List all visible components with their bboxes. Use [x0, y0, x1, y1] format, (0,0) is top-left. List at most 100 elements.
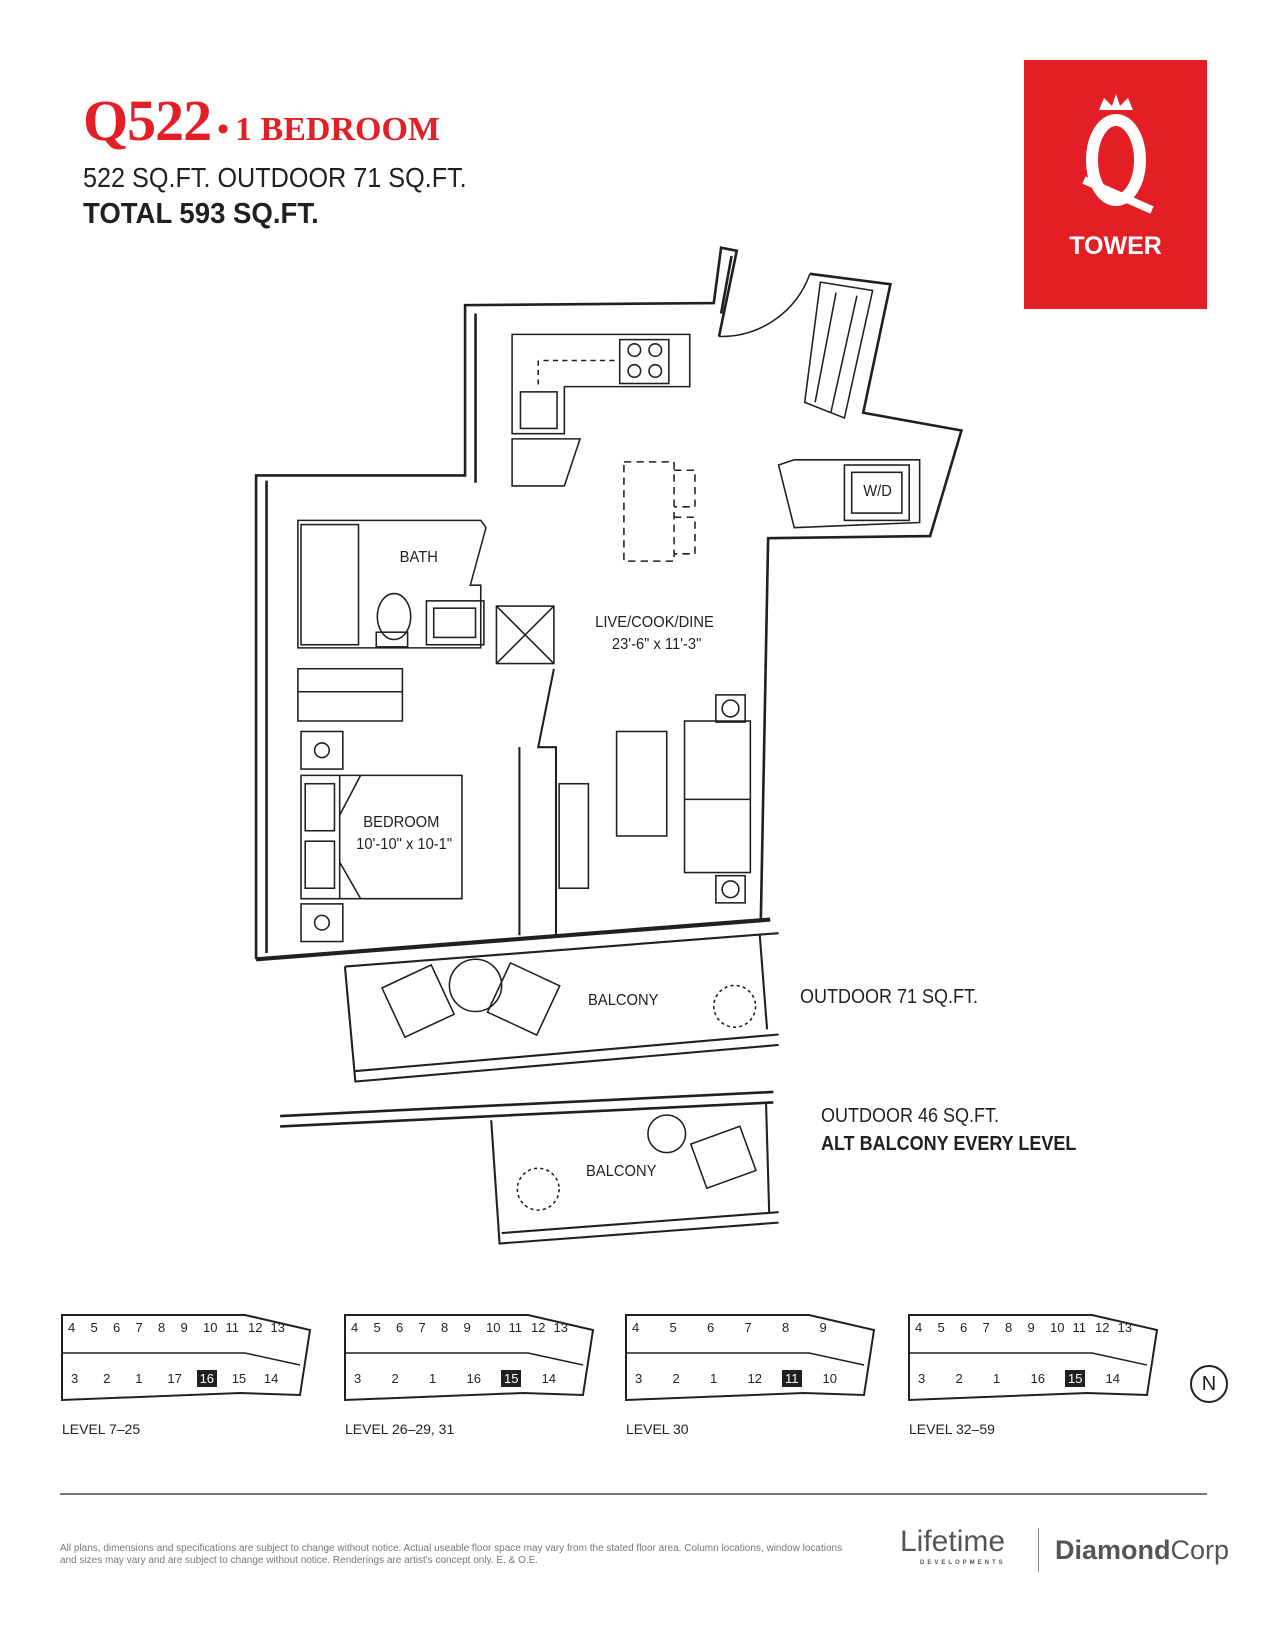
key-plan-unit: 11	[225, 1320, 240, 1335]
exterior-walls	[254, 246, 964, 962]
q-tower-logo: TOWER	[1024, 60, 1207, 309]
key-plan-unit: 10	[486, 1320, 501, 1335]
key-plan-unit: 14	[1105, 1371, 1120, 1386]
key-plan-unit: 8	[1005, 1320, 1013, 1335]
title-separator: •	[217, 111, 230, 148]
key-plan-unit: 3	[354, 1371, 362, 1386]
key-plan-unit: 4	[68, 1320, 76, 1335]
key-plan-unit: 9	[1027, 1320, 1035, 1335]
key-plan-unit: 6	[707, 1320, 715, 1335]
key-plan-unit: 2	[672, 1371, 680, 1386]
outdoor-main-area: OUTDOOR 71 SQ.FT.	[800, 986, 979, 1008]
living-furniture	[558, 694, 752, 904]
lifetime-name: Lifetime	[900, 1525, 1006, 1558]
key-plan-unit: 1	[429, 1371, 437, 1386]
diamond-text: Diamond	[1055, 1535, 1171, 1565]
key-plan-unit: 12	[1095, 1320, 1110, 1335]
outdoor-alt-area: OUTDOOR 46 SQ.FT.	[821, 1105, 1000, 1127]
key-plan-unit-highlighted: 15	[1065, 1370, 1086, 1387]
key-plan-unit: 14	[263, 1371, 279, 1386]
key-plan-unit: 5	[90, 1320, 98, 1335]
logo-divider	[1038, 1528, 1039, 1572]
key-plan-unit: 10	[203, 1320, 218, 1335]
key-plan-unit: 17	[167, 1371, 182, 1386]
key-plan-unit-highlighted: 11	[782, 1370, 802, 1387]
kitchen	[511, 333, 691, 487]
key-plan-unit: 12	[747, 1371, 762, 1386]
key-plan-unit: 4	[351, 1320, 359, 1335]
key-plan-unit: 13	[1117, 1320, 1132, 1335]
key-plan-unit: 15	[231, 1371, 247, 1386]
key-plan-unit: 8	[782, 1320, 790, 1335]
key-plan-outline	[625, 1314, 876, 1402]
key-plan-unit: 7	[744, 1320, 752, 1335]
corp-text: Corp	[1170, 1535, 1230, 1565]
room-dims-bedroom: 10'-10" x 10-1"	[356, 836, 453, 853]
disclaimer: All plans, dimensions and specifications…	[60, 1543, 843, 1566]
key-plan-unit: 1	[710, 1371, 718, 1386]
q-crown-icon	[1082, 94, 1154, 214]
key-plan-unit: 4	[915, 1320, 923, 1335]
room-label-bath: BATH	[399, 549, 438, 566]
key-plan-unit: 9	[463, 1320, 471, 1335]
key-plan-unit: 5	[937, 1320, 945, 1335]
key-plan-unit: 8	[158, 1320, 166, 1335]
key-plan-unit: 2	[103, 1371, 111, 1386]
key-plan-level-label: LEVEL 26–29, 31	[345, 1421, 455, 1437]
key-plan-unit: 3	[71, 1371, 79, 1386]
logo-name: TOWER	[1069, 232, 1162, 260]
unit-number: Q522	[83, 88, 212, 153]
key-plan-unit-highlighted: 15	[501, 1370, 522, 1387]
key-plan-unit: 12	[531, 1320, 546, 1335]
key-plan-unit: 8	[441, 1320, 449, 1335]
key-plan-unit: 6	[396, 1320, 404, 1335]
footer-divider	[60, 1493, 1207, 1495]
north-compass-icon: N	[1190, 1365, 1228, 1403]
key-plan-unit: 9	[180, 1320, 188, 1335]
key-plan-unit: 13	[553, 1320, 568, 1335]
key-plan-unit: 16	[466, 1371, 481, 1386]
laundry	[777, 281, 921, 529]
unit-title: Q522•1 BEDROOM	[83, 92, 440, 152]
interior-walls	[297, 667, 558, 936]
key-plan-unit: 10	[822, 1371, 837, 1386]
room-label-live-cook-dine: LIVE/COOK/DINE	[595, 614, 714, 631]
key-plan-unit: 11	[508, 1320, 523, 1335]
key-plan-unit: 3	[635, 1371, 643, 1386]
key-plan-unit: 10	[1050, 1320, 1065, 1335]
key-plan-level-label: LEVEL 32–59	[909, 1421, 995, 1437]
key-plan-unit: 16	[1030, 1371, 1045, 1386]
key-plan-unit: 14	[541, 1371, 556, 1386]
key-plan-unit: 5	[373, 1320, 381, 1335]
unit-areas: 522 SQ.FT. OUTDOOR 71 SQ.FT.	[83, 162, 467, 193]
bathroom	[297, 519, 555, 665]
alt-balcony-note: ALT BALCONY EVERY LEVEL	[821, 1133, 1077, 1155]
bedroom-furniture	[300, 730, 463, 943]
key-plan-unit: 7	[418, 1320, 426, 1335]
key-plan-unit: 1	[135, 1371, 143, 1386]
key-plan-unit: 5	[669, 1320, 677, 1335]
key-plan-unit: 2	[391, 1371, 399, 1386]
key-plan-level-label: LEVEL 30	[626, 1421, 689, 1437]
key-plan-unit: 9	[819, 1320, 827, 1335]
dining-table	[623, 461, 696, 562]
key-plan-unit: 7	[135, 1320, 143, 1335]
key-plan-outline	[61, 1314, 312, 1402]
room-label-bedroom: BEDROOM	[363, 814, 440, 831]
key-plan-outline	[344, 1314, 595, 1402]
key-plan-unit-highlighted: 16	[196, 1370, 218, 1387]
room-dims-live-cook-dine: 23'-6" x 11'-3"	[611, 636, 702, 653]
key-plan-unit: 11	[1072, 1320, 1087, 1335]
key-plan-outline	[908, 1314, 1159, 1402]
unit-total-area: TOTAL 593 SQ.FT.	[83, 198, 319, 230]
key-plan-unit: 13	[270, 1320, 285, 1335]
balcony-main	[343, 932, 779, 1083]
balcony-alt	[280, 1090, 779, 1245]
washer-dryer-label: W/D	[863, 483, 892, 500]
room-label-balcony: BALCONY	[588, 992, 659, 1009]
